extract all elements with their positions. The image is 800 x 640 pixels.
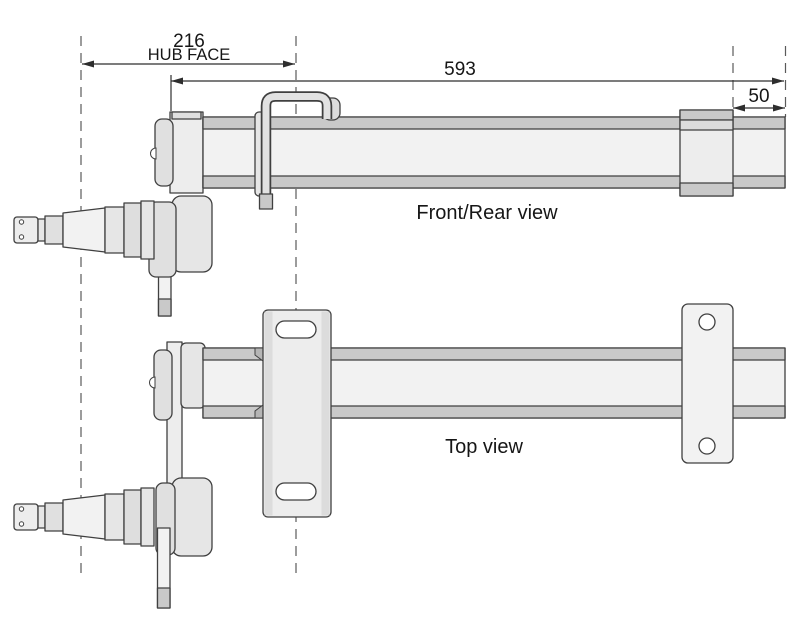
- dimension-value: 593: [444, 59, 476, 80]
- axle-beam-top-chamfer: [202, 347, 786, 361]
- brake-lever-foot: [156, 587, 171, 609]
- collar-bottom-band: [679, 182, 734, 197]
- arrowhead-left: [171, 77, 183, 85]
- arrowhead-right: [772, 77, 784, 85]
- bolt-hole-bottom: [698, 437, 716, 455]
- arrowhead-left: [733, 104, 745, 112]
- dimension-hub-face: 216 HUB FACE: [82, 31, 295, 68]
- plate-left-edge: [264, 311, 273, 516]
- spindle-taper: [62, 494, 106, 540]
- spindle: [13, 200, 155, 260]
- axle-beam-top-chamfer: [202, 116, 786, 130]
- spindle: [13, 487, 155, 547]
- plate-body: [681, 303, 734, 464]
- u-bolt-clamp: [254, 91, 341, 210]
- spindle-step-3: [140, 487, 155, 547]
- drum-notch: [149, 376, 156, 389]
- dimension-beam-length: 593: [170, 59, 784, 111]
- axle-beam-bottom-chamfer: [202, 405, 786, 419]
- hub-drum-edge-top: [153, 349, 173, 421]
- spring-mounting-plate: [262, 309, 332, 518]
- dimension-value: 50: [748, 86, 769, 107]
- spindle-hole: [18, 219, 25, 225]
- arrowhead-left: [82, 60, 94, 68]
- plate-body: [262, 309, 332, 518]
- dimension-end-offset: 50: [733, 86, 785, 112]
- spindle-neck: [37, 218, 46, 242]
- u-bolt-tube: [262, 93, 331, 207]
- spindle-square-end: [13, 216, 39, 244]
- axle-beam-bottom-chamfer: [202, 175, 786, 189]
- top-view: Top view: [13, 303, 786, 609]
- spindle-step-2: [123, 202, 142, 258]
- beam-end-block: [180, 342, 206, 409]
- slot-hole-bottom: [275, 482, 317, 501]
- front-view-label: Front/Rear view: [416, 202, 558, 224]
- stub-axle-block: [171, 477, 213, 557]
- spindle-step-1: [104, 206, 125, 254]
- spindle-block: [44, 215, 64, 245]
- brake-lever-foot: [157, 298, 172, 317]
- end-mounting-plate: [681, 303, 734, 464]
- drum-notch: [150, 147, 157, 160]
- spindle-hole: [18, 234, 25, 240]
- bolt-hole-top: [698, 313, 716, 331]
- spindle-taper: [62, 207, 106, 253]
- spindle-block: [44, 502, 64, 532]
- collar-top-band-2: [679, 119, 734, 131]
- arrowhead-right: [283, 60, 295, 68]
- hub-drum-edge: [154, 118, 174, 187]
- spindle-neck: [37, 505, 46, 529]
- beam-end-plate-tab: [171, 111, 202, 120]
- spindle-square-end: [13, 503, 39, 531]
- dimension-label: HUB FACE: [148, 46, 231, 64]
- collar-top-band: [679, 109, 734, 121]
- slot-hole-top: [275, 320, 317, 339]
- arrowhead-right: [773, 104, 785, 112]
- clamp-collar: [679, 109, 734, 197]
- front-rear-view: Front/Rear view: [13, 91, 786, 317]
- spindle-hole: [18, 521, 25, 527]
- stub-axle-block: [171, 195, 213, 273]
- u-bolt-foot: [258, 193, 274, 210]
- plate-right-edge: [321, 311, 330, 516]
- spindle-hole: [18, 506, 25, 512]
- dimension-value: 216: [173, 31, 205, 52]
- spindle-step-2: [123, 489, 142, 545]
- top-view-label: Top view: [445, 436, 523, 458]
- spindle-step-1: [104, 493, 125, 541]
- beam-end-plate: [169, 111, 204, 194]
- spindle-step-3: [140, 200, 155, 260]
